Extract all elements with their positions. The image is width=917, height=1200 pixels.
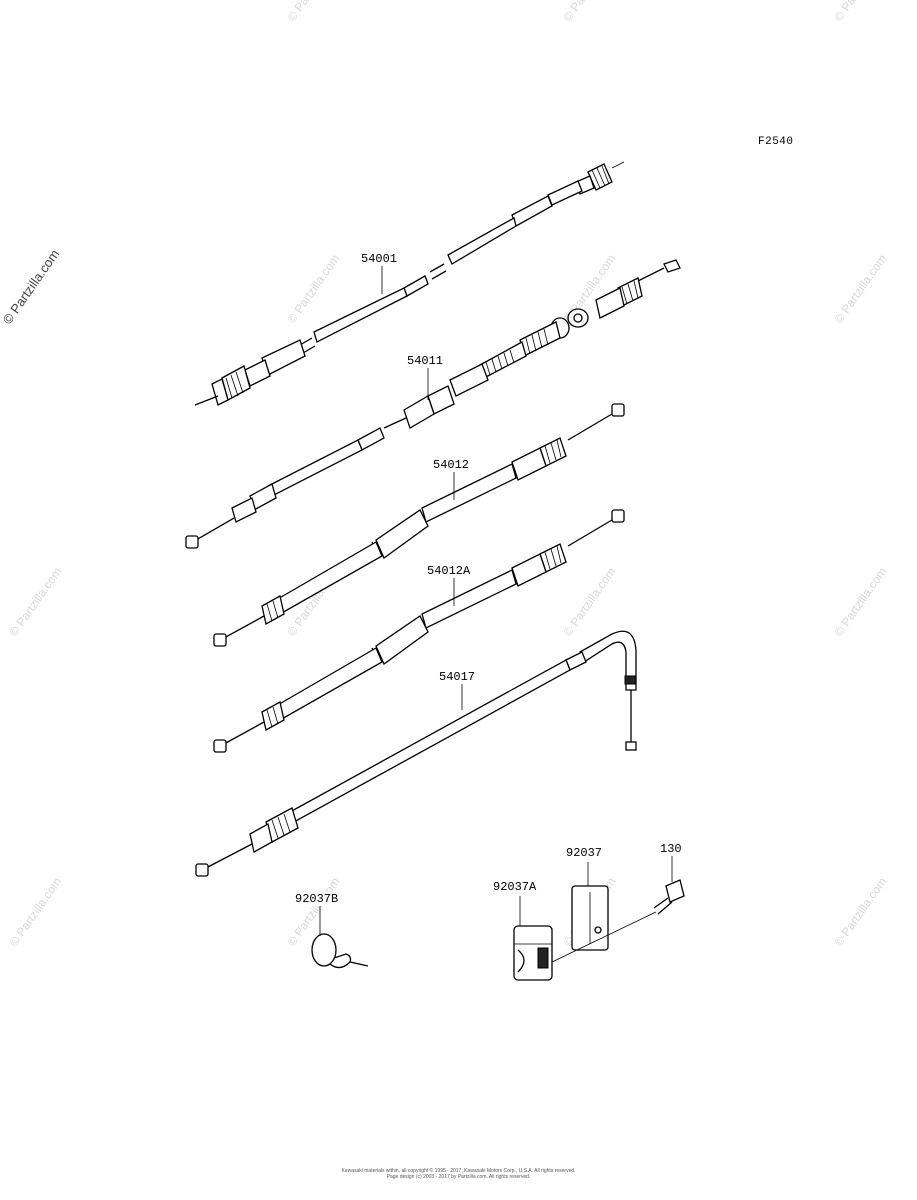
cable-54017[interactable] [195,630,637,877]
footer-design: Page design (c) 2003 - 2017 by Partzilla… [386,1174,531,1180]
cable-54001[interactable] [194,161,625,406]
part-label-54017[interactable]: 54017 [438,670,477,684]
clamp-92037[interactable] [571,885,609,951]
figure-code: F2540 [758,136,794,148]
footer: Kawasaki materials within, all copyright… [300,1168,617,1180]
part-label-92037A[interactable]: 92037A [492,880,538,894]
cable-54012[interactable] [213,403,625,647]
part-label-54012[interactable]: 54012 [432,458,471,472]
footer-copyright: Kawasaki materials within, all copyright… [341,1168,576,1174]
part-label-92037[interactable]: 92037 [565,846,604,860]
bolt-130[interactable] [653,879,685,915]
leader-lines [319,266,673,963]
clamp-92037A[interactable] [513,925,553,981]
part-label-54011[interactable]: 54011 [406,354,445,368]
clip-92037B[interactable] [311,933,369,969]
part-label-130[interactable]: 130 [659,842,683,856]
cable-54012A[interactable] [213,509,625,753]
part-label-54012A[interactable]: 54012A [426,564,472,578]
part-label-54001[interactable]: 54001 [360,252,399,266]
cable-54011[interactable] [185,259,681,549]
part-label-92037B[interactable]: 92037B [294,892,340,906]
